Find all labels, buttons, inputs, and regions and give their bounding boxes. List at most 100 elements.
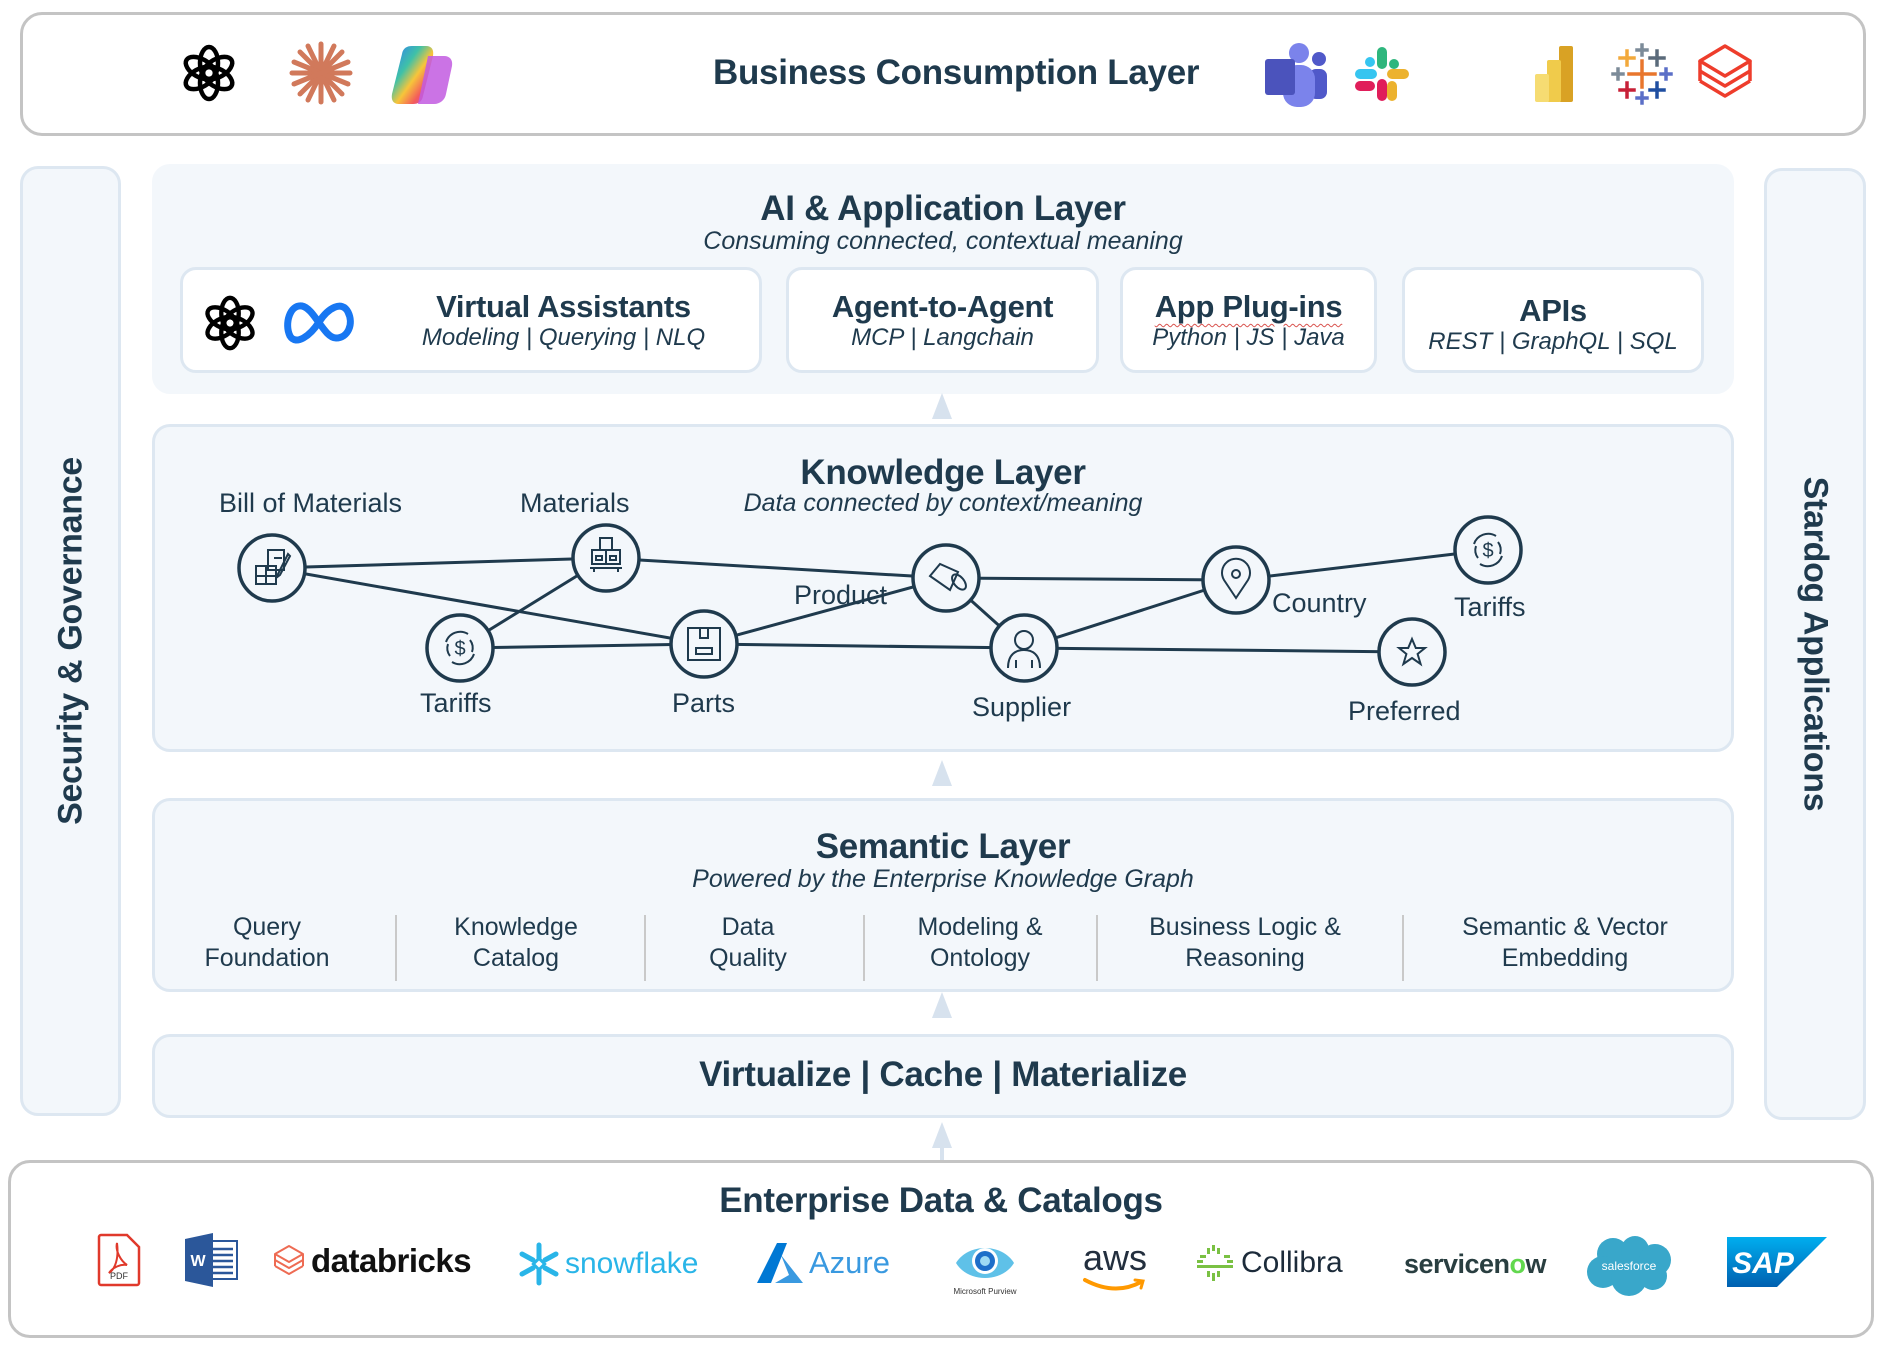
graph-edge-supplier-country — [1023, 578, 1237, 650]
svg-text:SAP: SAP — [1732, 1247, 1795, 1280]
pdf-file-icon: PDF — [97, 1233, 141, 1287]
svg-text:W: W — [190, 1253, 206, 1270]
node-circle — [237, 533, 307, 603]
aws-wordmark: aws — [1082, 1237, 1148, 1278]
semantic-item-business-logic-reasoning: Business Logic &Reasoning — [1149, 913, 1341, 972]
semantic-layer-title: Semantic Layer — [815, 827, 1071, 866]
node-label-bill-of-materials: Bill of Materials — [219, 488, 403, 518]
graph-edge-materials-product — [605, 556, 947, 580]
node-circle — [1201, 545, 1271, 615]
semantic-layer-subtitle: Powered by the Enterprise Knowledge Grap… — [692, 865, 1194, 893]
flow-arrow-up — [932, 1122, 952, 1148]
app-plugins-card[interactable]: App Plug-ins Python | JS | Java — [1120, 267, 1377, 373]
openai-icon — [205, 295, 255, 351]
virtual-assistants-card[interactable]: Virtual Assistants Modeling | Querying |… — [180, 267, 762, 373]
snowflake-icon — [519, 1242, 559, 1286]
servicenow-wordmark: servicenow — [1403, 1248, 1547, 1279]
graph-node-bom[interactable] — [237, 533, 307, 603]
graph-node-parts[interactable] — [669, 609, 739, 679]
knowledge-layer-subtitle: Data connected by context/meaning — [743, 489, 1143, 517]
agent-to-agent-card[interactable]: Agent-to-Agent MCP | Langchain — [786, 267, 1099, 373]
snowflake-logo: snowflake — [517, 1239, 707, 1289]
graph-node-tariffs1[interactable]: $ — [425, 613, 495, 683]
flow-arrow-up — [932, 992, 952, 1018]
virtual-assistants-subtitle: Modeling | Querying | NLQ — [421, 324, 706, 351]
openai-logo — [173, 37, 245, 109]
graph-node-materials[interactable] — [571, 523, 641, 593]
purview-wordmark: Microsoft Purview — [953, 1286, 1017, 1296]
databricks-stack-logo — [1695, 41, 1755, 107]
stardog-applications-sidebar: Stardog Applications — [1764, 168, 1866, 1120]
node-circle — [669, 609, 739, 679]
dollar-cycle-icon: $ — [445, 630, 475, 666]
divider — [1402, 915, 1404, 981]
agent-to-agent-subtitle: MCP | Langchain — [851, 324, 1034, 351]
tableau-logo — [1609, 41, 1675, 107]
divider — [1096, 915, 1098, 981]
map-pin-icon — [1221, 557, 1251, 600]
divider — [395, 915, 397, 981]
claude-starburst-icon — [289, 41, 353, 105]
aws-smile-icon — [1083, 1278, 1145, 1291]
graph-edge-parts-supplier — [703, 642, 1025, 650]
semantic-item-modeling-ontology: Modeling &Ontology — [917, 913, 1043, 972]
node-label-materials: Materials — [520, 488, 630, 518]
copilot-logo — [385, 35, 461, 115]
semantic-layer: Semantic Layer Powered by the Enterprise… — [152, 798, 1734, 992]
tableau-icon — [1611, 43, 1673, 105]
knowledge-layer-title: Knowledge Layer — [800, 453, 1086, 492]
node-circle — [425, 613, 495, 683]
graph-node-tariffs2[interactable]: $ — [1453, 515, 1523, 585]
graph-node-supplier[interactable] — [989, 613, 1059, 683]
node-label-supplier: Supplier — [972, 692, 1072, 722]
graph-edge-parts-product — [703, 576, 947, 646]
pallet-boxes-icon — [590, 537, 622, 572]
node-label-tariffs: Tariffs — [1454, 592, 1526, 622]
app-plugins-title: App Plug-ins — [1154, 289, 1343, 324]
flow-arrow-stem — [940, 1140, 944, 1162]
apis-card[interactable]: APIs REST | GraphQL | SQL — [1402, 267, 1704, 373]
virtual-assistants-title: Virtual Assistants — [436, 289, 691, 324]
databricks-stack-icon — [1698, 44, 1752, 98]
slack-logo — [1349, 41, 1415, 107]
agent-to-agent-title: Agent-to-Agent — [831, 289, 1054, 324]
databricks-stack-icon — [274, 1245, 304, 1275]
meta-logo — [279, 294, 359, 350]
graph-edge-bom-materials — [271, 556, 607, 570]
microsoft-purview-logo: Microsoft Purview — [935, 1233, 1035, 1301]
svg-text:$: $ — [1482, 540, 1493, 562]
virtualize-layer-title: Virtualize | Cache | Materialize — [699, 1055, 1187, 1094]
graph-edge-bom-parts — [271, 566, 705, 646]
graph-node-country[interactable] — [1201, 545, 1271, 615]
meta-infinity-icon — [284, 302, 354, 344]
node-circle — [1377, 617, 1447, 687]
teams-logo — [1259, 39, 1331, 111]
salesforce-cloud-icon: salesforce — [1587, 1236, 1671, 1296]
node-label-product: Product — [794, 580, 888, 610]
dollar-cycle-icon: $ — [1473, 532, 1503, 568]
powerbi-logo — [1529, 41, 1579, 107]
flow-arrow-up — [932, 760, 952, 786]
enterprise-layer-title: Enterprise Data & Catalogs — [719, 1181, 1163, 1220]
azure-wordmark: Azure — [809, 1245, 890, 1280]
node-label-country: Country — [1272, 588, 1367, 618]
security-governance-sidebar: Security & Governance — [20, 166, 121, 1116]
azure-logo: Azure — [755, 1239, 905, 1287]
business-consumption-layer: Business Consumption Layer — [20, 12, 1866, 136]
word-document-icon: W — [185, 1233, 238, 1287]
graph-node-product[interactable] — [911, 543, 981, 613]
copilot-icon — [391, 46, 453, 104]
graph-node-preferred[interactable] — [1377, 617, 1447, 687]
apis-title: APIs — [1519, 293, 1587, 328]
clipboard-boxes-icon — [255, 549, 292, 585]
divider — [644, 915, 646, 981]
purview-eye-icon — [956, 1247, 1014, 1278]
svg-text:$: $ — [454, 638, 465, 660]
graph-edge-tariffs1-parts — [459, 642, 705, 650]
word-logo: W — [183, 1233, 239, 1287]
openai-logo — [195, 288, 265, 358]
